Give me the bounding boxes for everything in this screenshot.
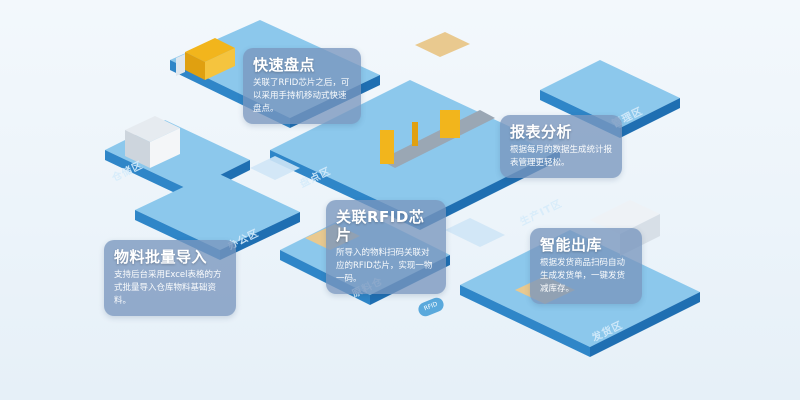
- callout-desc: 根据发货商品扫码自动生成发货单，一键发货减库存。: [540, 258, 626, 294]
- production-line-illustration: [380, 110, 495, 168]
- callout-quick-inventory: 快速盘点 关联了RFID芯片之后，可以采用手持机移动式快速盘点。: [243, 48, 361, 124]
- callout-title: 关联RFID芯片: [336, 208, 425, 244]
- callout-report-analysis: 报表分析 根据每月的数据生成统计报表管理更轻松。: [500, 115, 622, 178]
- callout-desc: 所导入的物料扫码关联对应的RFID芯片，实现一物一码。: [336, 248, 433, 284]
- callout-desc: 关联了RFID芯片之后，可以采用手持机移动式快速盘点。: [253, 78, 350, 114]
- callout-batch-import: 物料批量导入 支持后台采用Excel表格的方式批量导入仓库物料基础资料。: [104, 240, 236, 316]
- callout-title: 报表分析: [510, 123, 573, 141]
- callout-smart-outbound: 智能出库 根据发货商品扫码自动生成发货单，一键发货减库存。: [530, 228, 642, 304]
- truck-illustration: [176, 38, 235, 80]
- callout-title: 物料批量导入: [114, 248, 208, 266]
- callout-title: 智能出库: [540, 236, 603, 254]
- callout-desc: 支持后台采用Excel表格的方式批量导入仓库物料基础资料。: [114, 270, 222, 306]
- shelf-illustration: [125, 116, 180, 168]
- callout-rfid-link: 关联RFID芯片 所导入的物料扫码关联对应的RFID芯片，实现一物一码。: [326, 200, 446, 294]
- callout-title: 快速盘点: [253, 56, 316, 74]
- callout-desc: 根据每月的数据生成统计报表管理更轻松。: [510, 145, 613, 168]
